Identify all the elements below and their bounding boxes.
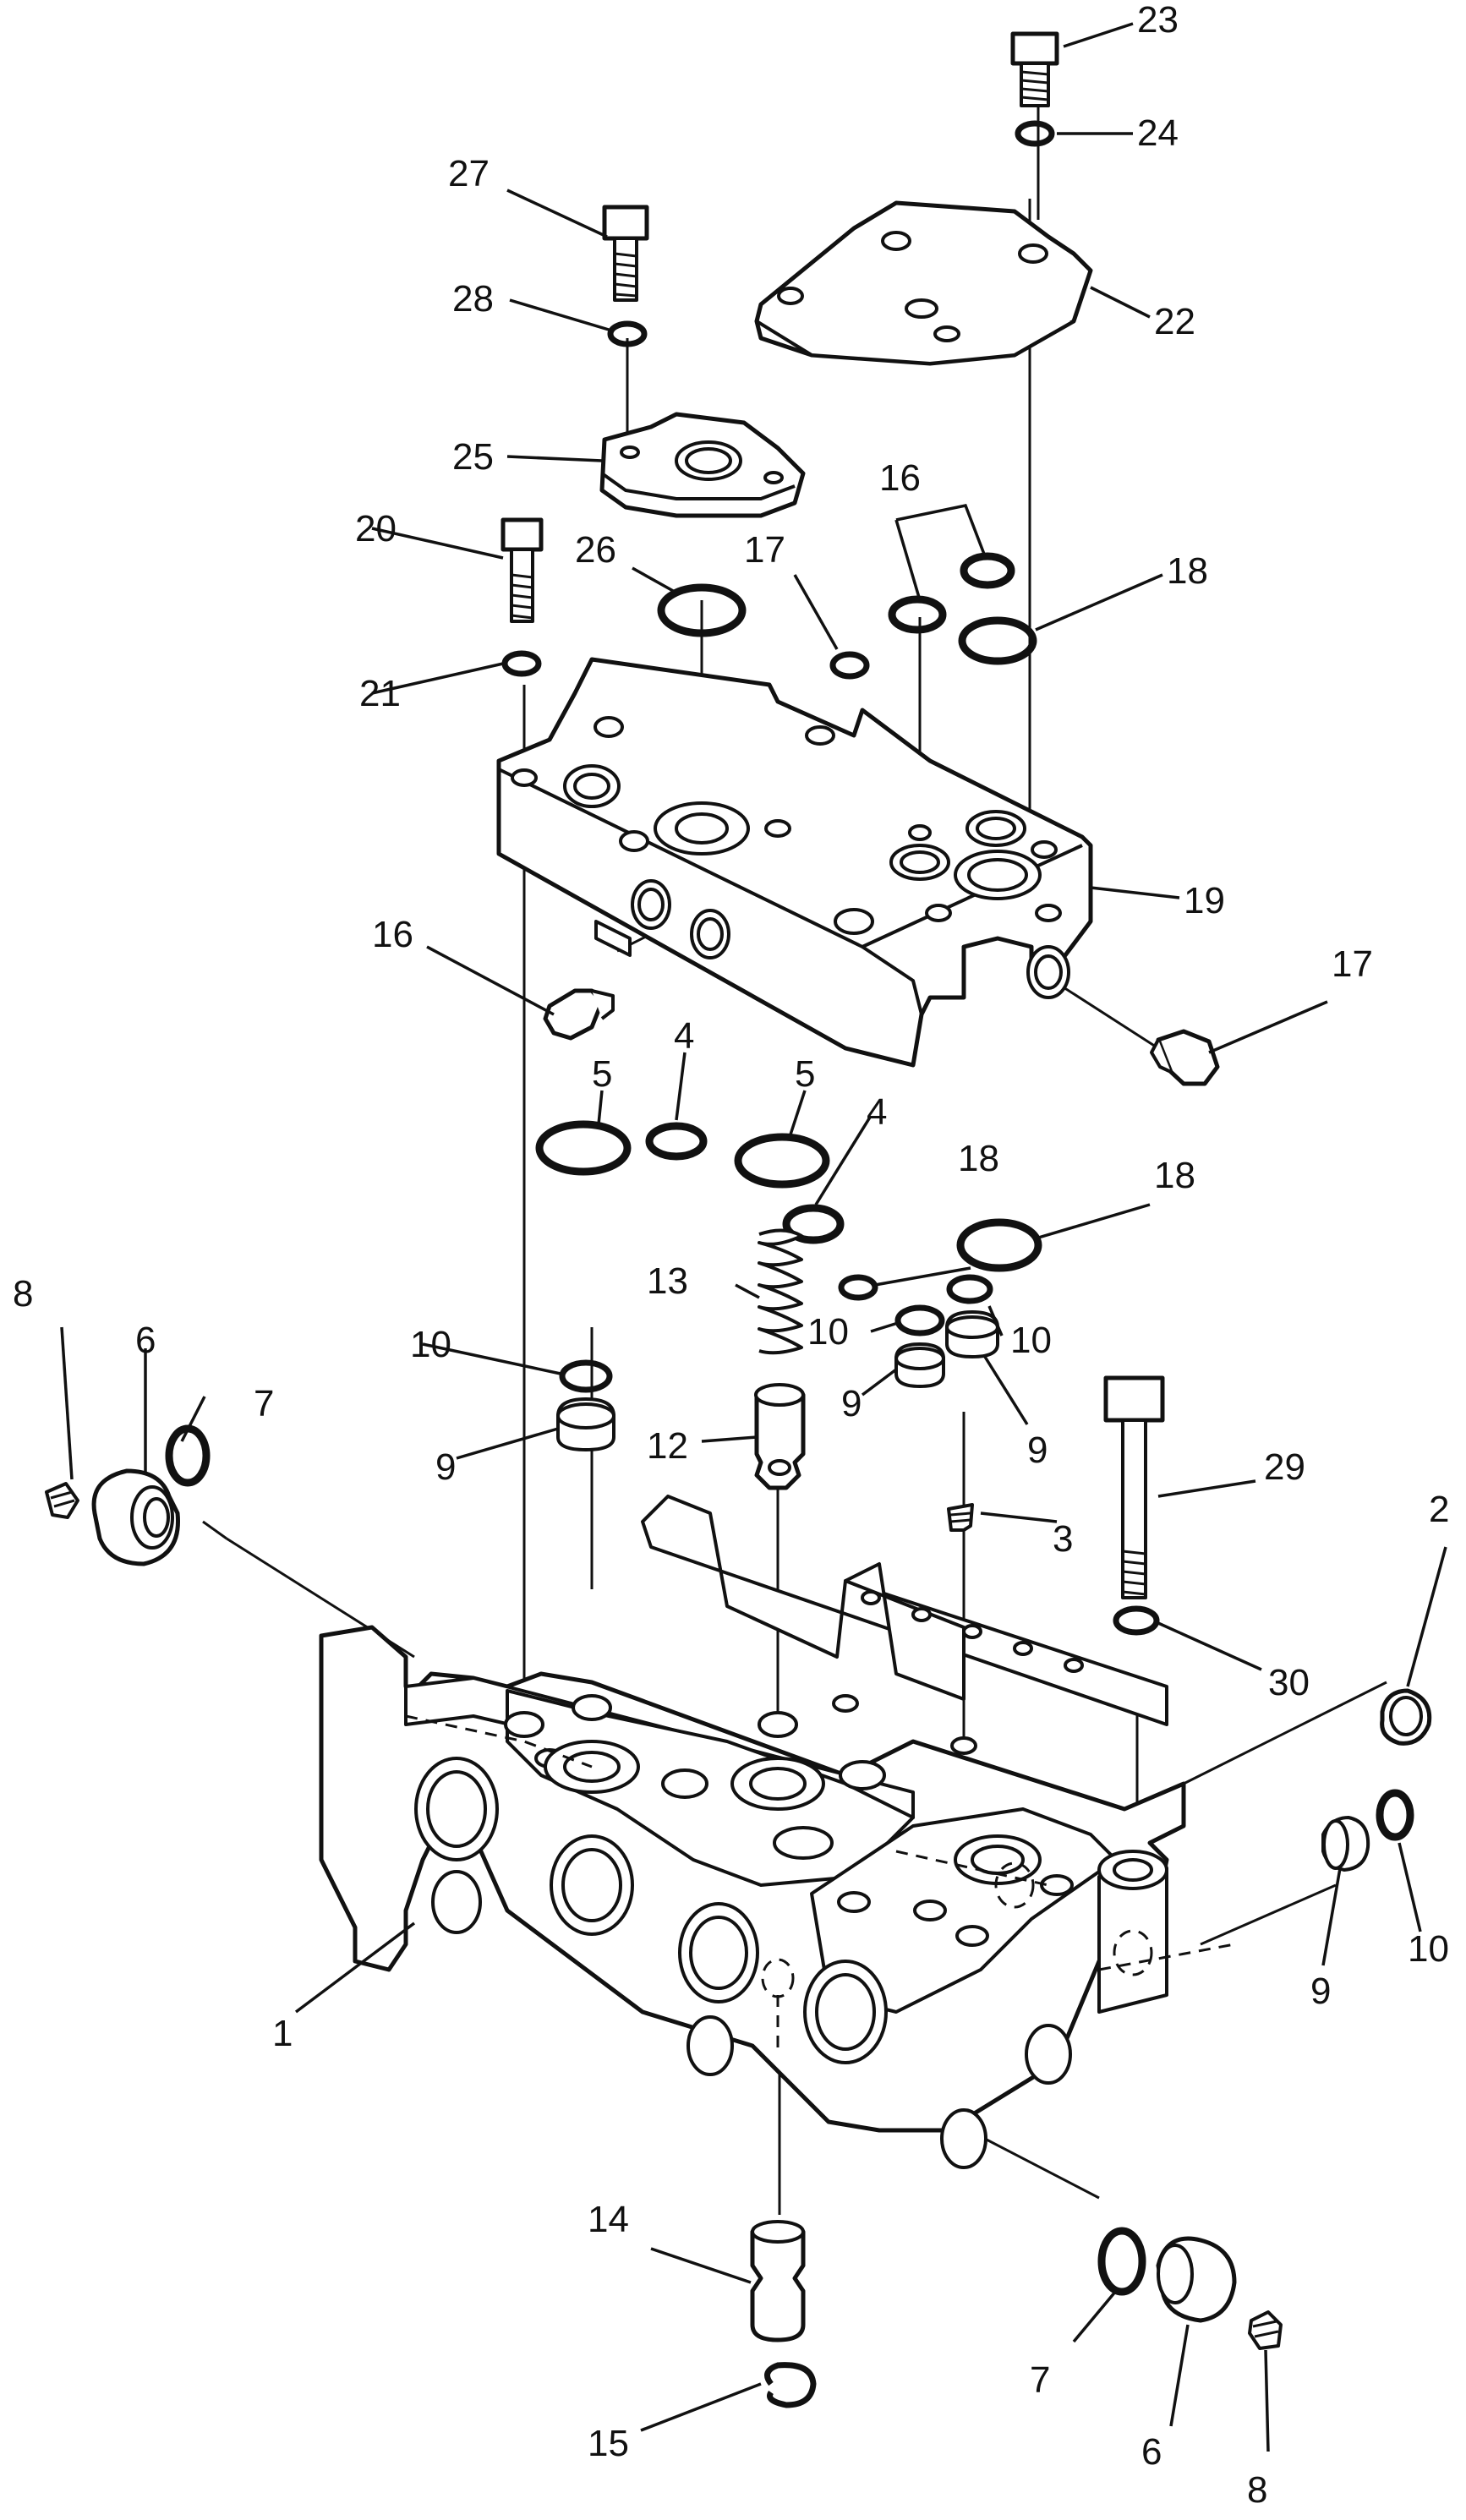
snap-ring xyxy=(764,2362,817,2408)
callout-9-d: 9 xyxy=(1310,1971,1331,2012)
o-rings xyxy=(165,552,1414,2296)
callout-22: 22 xyxy=(1154,301,1195,342)
callout-28: 28 xyxy=(452,278,494,320)
callout-9-a: 9 xyxy=(435,1446,456,1488)
callout-21: 21 xyxy=(359,673,401,714)
fitting-8-top xyxy=(45,1482,79,1519)
callout-labels: 23 24 22 27 28 25 20 26 17 16 18 21 19 1… xyxy=(13,0,1449,2511)
flange xyxy=(599,412,806,518)
callout-16-right: 17 xyxy=(1332,943,1373,985)
callout-19: 19 xyxy=(1184,880,1225,921)
leader-lines xyxy=(60,22,1447,2452)
fitting-8-bottom xyxy=(1248,2310,1283,2350)
callout-15: 16 xyxy=(879,457,921,499)
bolt-27 xyxy=(602,205,649,302)
bolt-29 xyxy=(1103,1375,1165,1599)
callout-10-d: 10 xyxy=(1408,1928,1449,1970)
callout-11: 12 xyxy=(647,1425,688,1467)
callout-25: 25 xyxy=(452,436,494,478)
fitting-16-left xyxy=(543,988,615,1041)
callout-1: 1 xyxy=(272,2013,293,2054)
callout-29: 29 xyxy=(1264,1446,1305,1488)
callout-5-left: 5 xyxy=(592,1053,612,1095)
sleeve xyxy=(750,2220,806,2342)
callout-6-top: 6 xyxy=(135,1320,156,1361)
callout-17-mid: 18 xyxy=(958,1138,999,1179)
callout-4-left: 4 xyxy=(674,1015,694,1057)
callout-13: 14 xyxy=(588,2199,629,2240)
bolt-23 xyxy=(1010,31,1059,107)
valve-cover xyxy=(496,657,1093,1068)
spring xyxy=(758,1228,803,1355)
callout-24: 24 xyxy=(1137,112,1179,154)
callout-10-b: 10 xyxy=(1010,1320,1052,1361)
callout-18-mid: 18 xyxy=(1154,1155,1195,1196)
plug-3 xyxy=(947,1503,974,1532)
callout-17-top: 17 xyxy=(744,529,785,571)
plug-6-bottom xyxy=(1156,2236,1237,2323)
callout-4-right: 4 xyxy=(867,1091,887,1133)
callout-23: 23 xyxy=(1137,0,1179,41)
callout-5-right: 5 xyxy=(795,1053,815,1095)
plug-6-top xyxy=(91,1468,180,1566)
callout-9-c: 9 xyxy=(1027,1429,1048,1471)
callout-7-top: 7 xyxy=(254,1383,274,1424)
callout-12: 13 xyxy=(647,1260,688,1302)
valve-body xyxy=(319,1495,1235,2169)
callout-26: 26 xyxy=(575,529,616,571)
washers xyxy=(501,120,1160,1636)
callout-8-bottom: 8 xyxy=(1247,2469,1267,2511)
callout-27: 27 xyxy=(448,153,490,194)
callout-8-top: 8 xyxy=(13,1273,33,1315)
cover-plate xyxy=(754,200,1093,366)
callout-14: 15 xyxy=(588,2423,629,2464)
callout-3: 3 xyxy=(1053,1518,1073,1560)
callout-18-top: 18 xyxy=(1167,550,1208,592)
valve-spool xyxy=(754,1383,806,1490)
fitting-16-right xyxy=(1150,1029,1220,1086)
callout-10-c: 10 xyxy=(410,1324,451,1365)
callout-30: 30 xyxy=(1268,1662,1310,1703)
bolt-20 xyxy=(501,517,544,623)
callout-9-b: 9 xyxy=(841,1383,862,1424)
plug-2 xyxy=(1380,1688,1432,1746)
callout-10-a: 10 xyxy=(807,1311,849,1353)
callout-16-left: 16 xyxy=(372,914,413,955)
callout-2: 2 xyxy=(1429,1489,1449,1530)
plugs xyxy=(556,1310,1370,1872)
callout-7-bottom: 7 xyxy=(1030,2359,1050,2401)
callout-6-bottom: 6 xyxy=(1141,2431,1162,2473)
callout-20: 20 xyxy=(355,508,397,549)
